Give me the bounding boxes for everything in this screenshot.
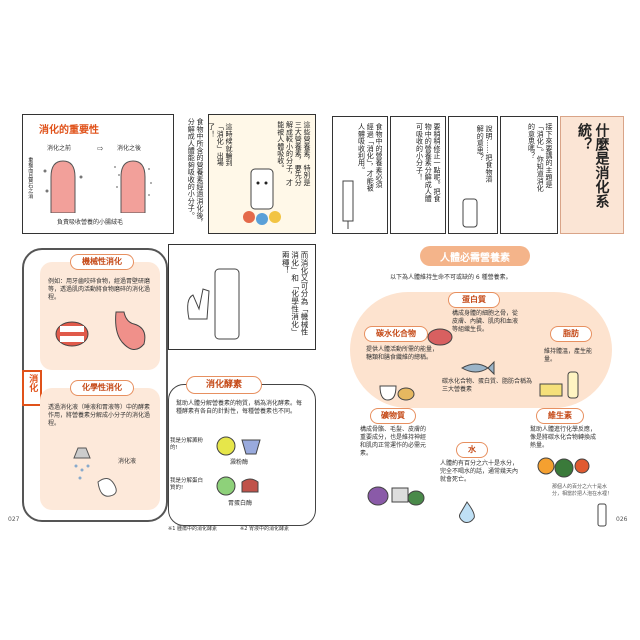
mineral-food-icon xyxy=(367,486,425,506)
vitamin-tag: 維生素 xyxy=(536,408,584,424)
fat-tag: 脂肪 xyxy=(550,326,592,342)
types-text: 而消化又可分為「機械性消化」和「化學性消化」兩種！ xyxy=(281,251,309,336)
protein-tag: 蛋白質 xyxy=(448,292,500,308)
nutrient-text: 這些營養素，特別是三大營養素，要先分解成較小的分子，才能被人體吸收。 xyxy=(276,121,311,186)
enzyme-title: 消化酵素 xyxy=(186,376,262,394)
fat-desc: 維持體溫，產生能量。 xyxy=(544,348,593,364)
after-label: 消化之後 xyxy=(117,145,142,152)
left-page: 消化的重要性 消化之前 消化之後 ⇨ 重複而且寶石之消 負責吸收營養的小腸絨毛 … xyxy=(18,108,318,532)
stomach-icon xyxy=(115,311,146,350)
water-drop-icon xyxy=(459,501,475,523)
big-three-note: 碳水化合物、蛋白質、脂肪合稱為三大營養素 xyxy=(442,378,533,394)
chemical-title: 化學性消化 xyxy=(70,380,134,396)
butter-oil-icon xyxy=(539,371,579,399)
comic-panel-3: 要稍稍修正一點呢。把食物中的營養素分解成人體可吸收的小分子！ xyxy=(390,116,446,234)
meat-icon xyxy=(427,328,453,346)
villus-after-icon xyxy=(114,160,152,213)
footnote-2: ※2 胃液中的消化酵素 xyxy=(240,526,289,532)
bottle-icon xyxy=(462,198,478,228)
handwritten-note: 那個人的百分之六十是水分，相當於把人泡在水裡！ xyxy=(552,484,613,497)
right-page: 什麼是消化系統？ 接下來要講的主題是「消化」。你知道消化的意思嗎？ 說明……把食… xyxy=(330,108,630,528)
title-panel: 什麼是消化系統？ xyxy=(560,116,624,234)
types-panel: 而消化又可分為「機械性消化」和「化學性消化」兩種！ xyxy=(168,244,316,350)
mineral-tag: 礦物質 xyxy=(370,408,416,424)
carb-tag: 碳水化合物 xyxy=(364,326,428,342)
nutrients-subtitle: 以下為人體維持生命不可或缺的 6 種營養素。 xyxy=(390,274,512,281)
bottle-character-icon xyxy=(597,503,607,527)
fish-icon xyxy=(460,360,495,376)
comic-panel-4: 食物中的營養素必須經過「消化」，才能被人體吸收利用。 xyxy=(332,116,388,234)
teeth-icon xyxy=(55,321,89,347)
left-page-number: 027 xyxy=(8,516,20,523)
mineral-desc: 構成骨骼、毛髮、皮膚的重要成分，也是維持神經和肌肉正常運作的必需元素。 xyxy=(360,426,427,458)
importance-body: 食物中所含的營養素經過消化後，分解成人體能夠吸收的小分子。 xyxy=(187,118,204,226)
protease-icon xyxy=(216,476,259,496)
importance-title: 消化的重要性 xyxy=(39,125,99,136)
vegetable-icon xyxy=(537,457,590,478)
digestion-text: 這時候就輪到「消化」出場了！ xyxy=(207,123,234,167)
character-icon xyxy=(243,168,281,225)
importance-panel: 消化的重要性 消化之前 消化之後 ⇨ 重複而且寶石之消 負責吸收營養的小腸絨毛 xyxy=(22,114,174,234)
nutrients-title: 人體必需營養素 xyxy=(420,246,530,266)
villi-caption: 負責吸收營養的小腸絨毛 xyxy=(57,219,124,226)
comic-panel-1: 接下來要講的主題是「消化」。你知道消化的意思嗎？ xyxy=(500,116,558,234)
amylase-icon xyxy=(216,436,261,456)
vitamin-desc: 幫助人體進行化學反應，像是將碳水化合物轉換成熱量。 xyxy=(530,426,597,450)
page-title: 什麼是消化系統？ xyxy=(576,123,610,209)
rice-icon xyxy=(379,385,415,401)
syringe-icon xyxy=(342,180,354,229)
chemical-body: 透過消化液（唾液和胃液等）中的酵素作用，將營養素分解成小分子的消化過程。 xyxy=(48,404,151,428)
water-desc: 人體約有百分之六十是水分，完全不喝水的話，通常幾天內就會死亡。 xyxy=(440,460,519,484)
digestive-juice-icon xyxy=(73,447,117,497)
enzyme-note-2: 我是分解蛋白質的! xyxy=(170,478,204,492)
carb-desc: 提供人體活動所需的能量，糖類和膳食纖維的總稱。 xyxy=(366,346,439,362)
enzyme-note-1: 我是分解澱粉的! xyxy=(170,438,204,452)
footnote-1: ※1 腫瘍中的消化酵素 xyxy=(168,526,217,532)
digestive-juice-label: 消化液 xyxy=(118,458,137,465)
mechanical-body: 例如：用牙齒咬碎食物，經過胃壁研磨等，透過肌肉活動將食物磨碎的消化過程。 xyxy=(48,278,151,302)
enzyme-body: 幫助人體分解營養素的物質，稱為消化酵素。每種酵素有各自的針對性，每種營養素也不同… xyxy=(176,400,303,416)
comic-panel-2: 說明……把食物溶解的意思？ xyxy=(448,116,498,234)
water-tag: 水 xyxy=(456,442,488,458)
side-label: 重複而且寶石之消 xyxy=(27,157,34,199)
vertical-digestion-label: 消化 xyxy=(22,370,42,406)
right-page-number: 026 xyxy=(616,516,628,523)
nutrient-panel: 這些營養素，特別是三大營養素，要先分解成較小的分子，才能被人體吸收。 這時候就輪… xyxy=(208,114,316,234)
hand-character-icon xyxy=(187,268,240,340)
protease-label: 胃蛋白酶 xyxy=(228,500,253,507)
enzyme-box xyxy=(168,384,316,526)
before-label: 消化之前 xyxy=(47,145,72,152)
mechanical-title: 機械性消化 xyxy=(70,254,134,270)
villus-before-icon xyxy=(43,160,83,213)
protein-desc: 構成身體的細胞之骨，從皮膚、內臟、肌肉和血液等組織生長。 xyxy=(452,310,519,334)
arrow-icon: ⇨ xyxy=(97,144,104,153)
amylase-label: 澱粉酶 xyxy=(230,459,249,466)
mechanical-box xyxy=(40,262,160,370)
